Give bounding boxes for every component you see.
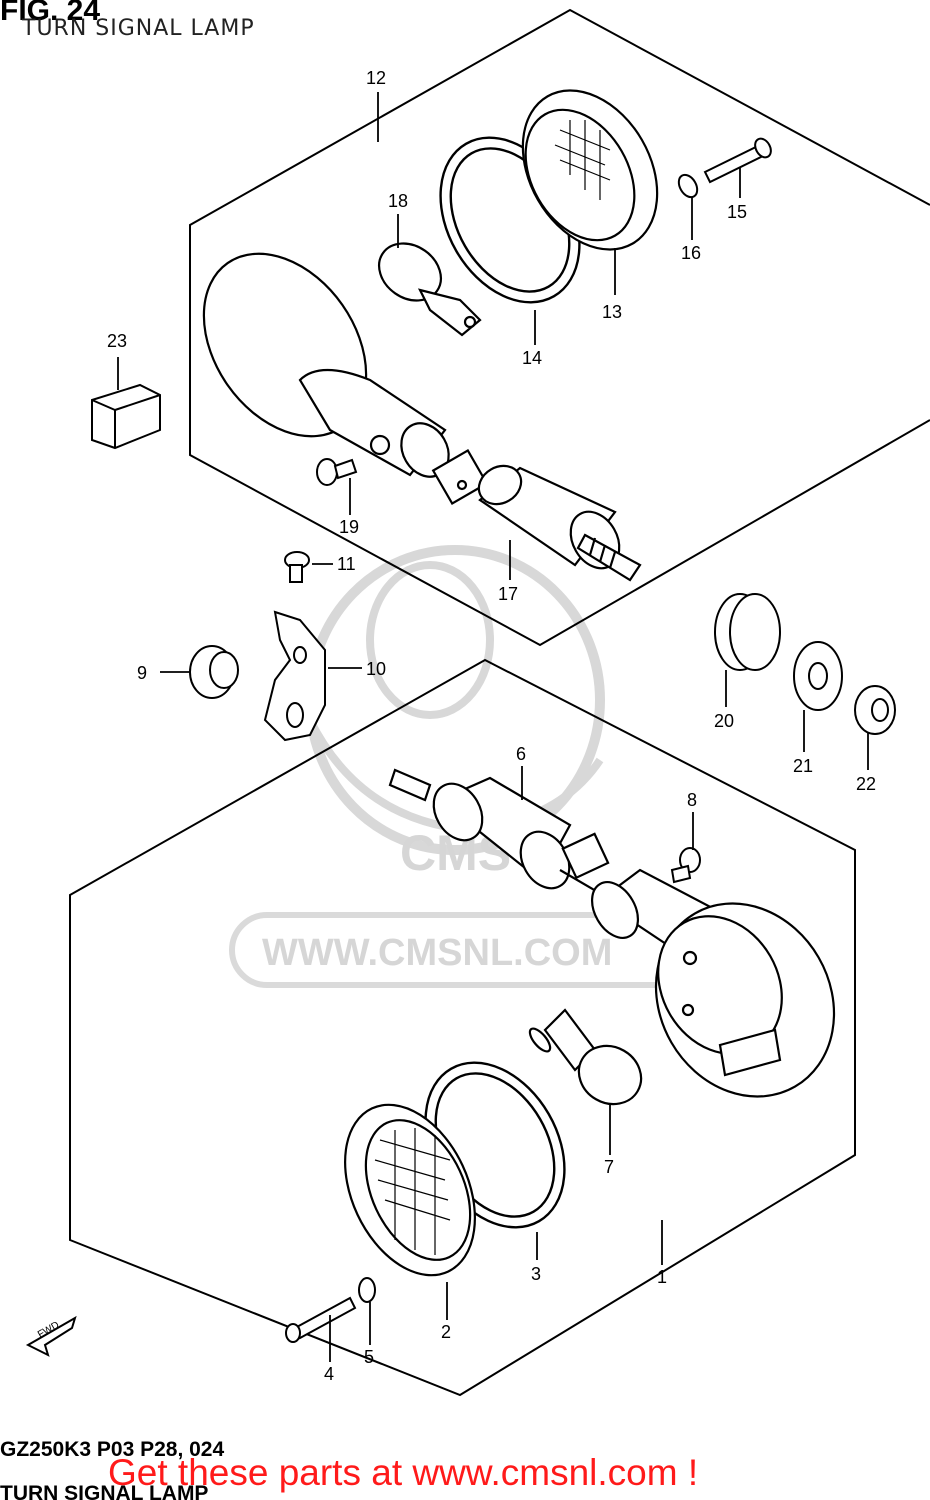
callout-1: 1: [657, 1267, 667, 1287]
callout-22: 22: [856, 774, 876, 794]
callout-16: 16: [681, 243, 701, 263]
part-8-screw: [670, 847, 701, 884]
front-lamp-assembly-box: [69, 658, 856, 1397]
part-5-washer: [358, 1277, 376, 1303]
part-20-grommet: [714, 593, 781, 671]
part-11-bolt: [284, 551, 310, 583]
callout-7: 7: [604, 1157, 614, 1177]
part-18-bulb: [378, 242, 482, 337]
callout-13: 13: [602, 302, 622, 322]
part-4-screw: [285, 1296, 357, 1343]
part-17-socket-stem: [477, 464, 642, 582]
figure-title: TURN SIGNAL LAMP: [22, 16, 255, 41]
callout-21: 21: [793, 756, 813, 776]
part-23-connector: [91, 383, 161, 450]
model-code: GZ250K3 P03 P28, 024: [0, 1438, 225, 1461]
part-19-screw: [316, 458, 358, 486]
lower-lamp-housing: [590, 868, 836, 1098]
callout-15: 15: [727, 202, 747, 222]
callout-3: 3: [531, 1264, 541, 1284]
upper-lamp-housing: [202, 252, 489, 505]
part-21-washer: [793, 641, 843, 711]
callout-numbers: 12 18 14 13 15 16 23 19 11 17 9 10 20 21…: [107, 68, 876, 1384]
promo-link[interactable]: Get these parts at www.cmsnl.com !: [108, 1452, 699, 1493]
callout-18: 18: [388, 191, 408, 211]
callout-10: 10: [366, 659, 386, 679]
part-10-bracket: [263, 610, 326, 742]
callout-20: 20: [714, 711, 734, 731]
leader-lines: [117, 92, 869, 1362]
callout-2: 2: [441, 1322, 451, 1342]
callout-11: 11: [337, 554, 356, 574]
watermark-url: WWW.CMSNL.COM: [262, 932, 612, 974]
part-9-nut: [189, 645, 239, 699]
section-name: TURN SIGNAL LAMP: [0, 1482, 209, 1500]
callout-9: 9: [137, 663, 147, 683]
callout-23: 23: [107, 331, 127, 351]
part-13-lens: [521, 89, 659, 251]
callout-4: 4: [324, 1364, 334, 1384]
part-16-washer: [677, 173, 699, 199]
callout-6: 6: [516, 744, 526, 764]
part-7-bulb: [528, 1008, 643, 1106]
callout-8: 8: [687, 790, 697, 810]
part-2-lens: [344, 1103, 476, 1277]
rear-lamp-assembly-box: [189, 8, 930, 647]
part-22-nut: [854, 685, 896, 735]
callout-17: 17: [498, 584, 518, 604]
callout-19: 19: [339, 517, 359, 537]
part-6-socket: [388, 768, 621, 906]
callout-5: 5: [364, 1347, 374, 1367]
figure-number: FIG. 24: [0, 0, 101, 27]
part-15-screw: [703, 137, 772, 184]
callout-14: 14: [522, 348, 542, 368]
forward-direction-arrow: FWD: [25, 1315, 77, 1357]
callout-12: 12: [366, 68, 386, 88]
